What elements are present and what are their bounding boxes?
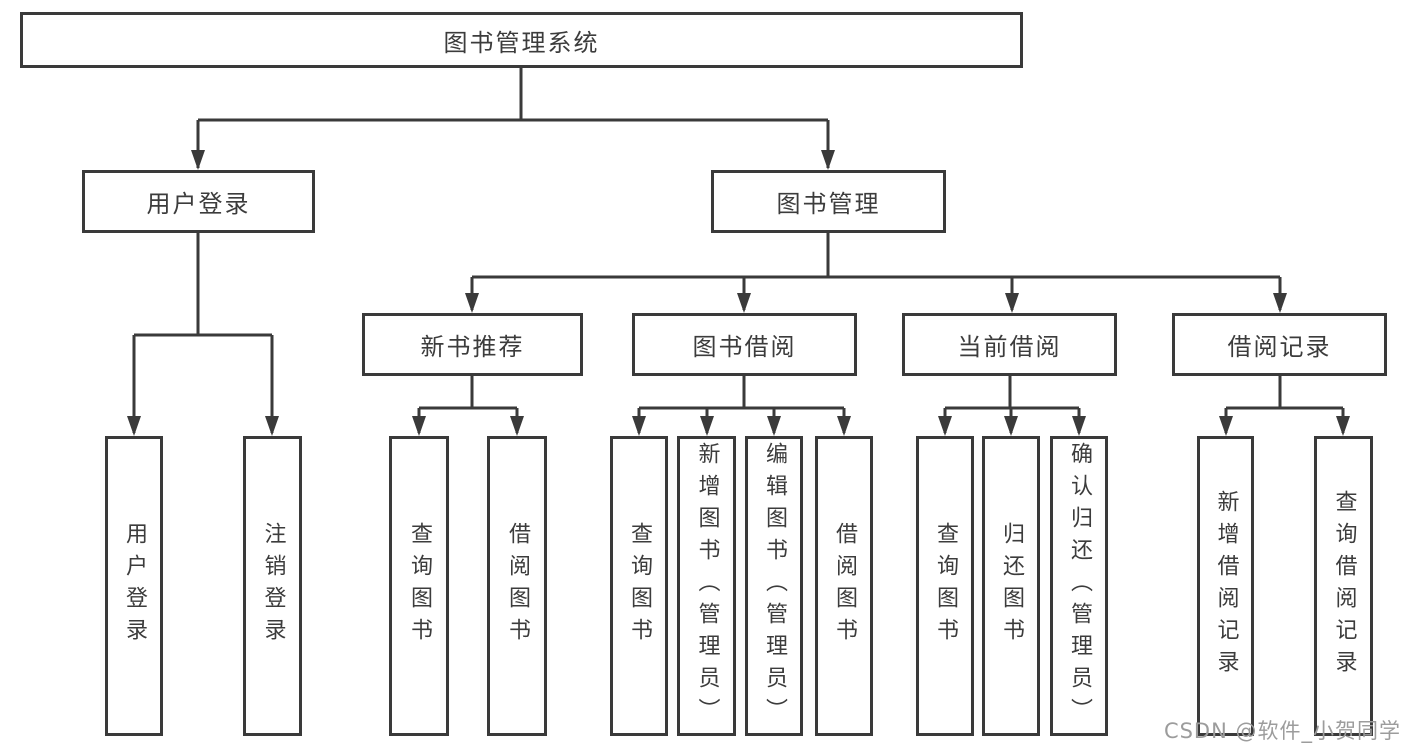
leaf-borrow-book-label: 借阅图书 [832,522,857,650]
leaf-return-book: 归还图书 [982,436,1040,736]
node-book-management-label: 图书管理 [776,190,881,218]
leaf-query-book-borrow: 查询图书 [610,436,668,736]
connector-new-book [417,376,519,433]
connector-root [196,68,830,168]
connector-borrow-record [1224,376,1345,433]
node-book-borrow-label: 图书借阅 [692,333,797,361]
connector-user-login [132,233,274,433]
leaf-add-borrow-record-label: 新增借阅记录 [1213,490,1239,682]
leaf-logout-label: 注销登录 [260,522,286,650]
leaf-user-login-label: 用户登录 [122,522,147,650]
node-borrow-record: 借阅记录 [1172,313,1387,376]
leaf-query-book-recommend: 查询图书 [389,436,449,736]
leaf-edit-book-admin: 编辑图书（管理员） [745,436,803,736]
node-borrow-record-label: 借阅记录 [1227,333,1332,361]
leaf-logout: 注销登录 [243,436,302,736]
leaf-return-book-label: 归还图书 [999,522,1024,650]
connector-book-borrow [637,376,846,433]
leaf-query-borrow-record: 查询借阅记录 [1314,436,1373,736]
leaf-query-book-current: 查询图书 [916,436,974,736]
leaf-confirm-return-admin-label: 确认归还（管理员） [1067,442,1092,730]
leaf-add-book-admin-label: 新增图书（管理员） [694,442,720,730]
node-current-borrow-label: 当前借阅 [957,333,1062,361]
node-book-borrow: 图书借阅 [632,313,857,376]
leaf-query-book-borrow-label: 查询图书 [627,522,652,650]
leaf-borrow-book-recommend-label: 借阅图书 [505,522,530,650]
leaf-add-book-admin: 新增图书（管理员） [677,436,736,736]
node-new-book-recommend: 新书推荐 [362,313,583,376]
node-user-login-label: 用户登录 [146,190,251,218]
arrowheads [127,150,1350,436]
node-book-management: 图书管理 [711,170,946,233]
node-current-borrow: 当前借阅 [902,313,1117,376]
node-root-system: 图书管理系统 [20,12,1023,68]
leaf-borrow-book-recommend: 借阅图书 [487,436,547,736]
leaf-user-login: 用户登录 [105,436,163,736]
leaf-add-borrow-record: 新增借阅记录 [1197,436,1254,736]
node-user-login: 用户登录 [82,170,315,233]
leaf-confirm-return-admin: 确认归还（管理员） [1050,436,1108,736]
leaf-query-book-current-label: 查询图书 [933,522,958,650]
watermark: CSDN @软件_小贺同学 [1163,719,1401,743]
connector-book-mgmt [470,233,1282,310]
leaf-edit-book-admin-label: 编辑图书（管理员） [762,442,787,730]
leaf-query-borrow-record-label: 查询借阅记录 [1331,490,1357,682]
node-new-book-recommend-label: 新书推荐 [420,333,525,361]
leaf-query-book-recommend-label: 查询图书 [407,522,432,650]
leaf-borrow-book: 借阅图书 [815,436,873,736]
node-root-label: 图书管理系统 [443,28,600,57]
